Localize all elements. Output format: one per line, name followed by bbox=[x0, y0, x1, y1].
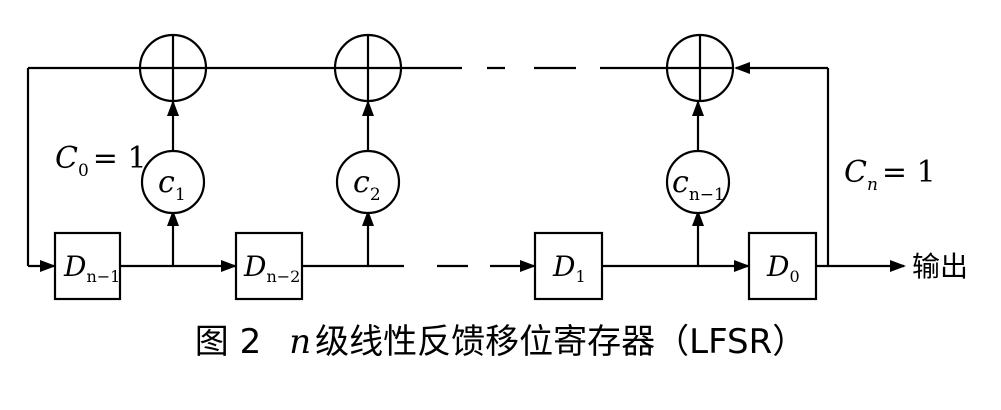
cn-label: Cn= 1 bbox=[844, 155, 936, 195]
register-d0 bbox=[747, 231, 818, 301]
register-d1 bbox=[533, 231, 604, 301]
register-dn1 bbox=[53, 231, 122, 301]
register-label-dn1: Dn−1 bbox=[63, 250, 120, 286]
coefficient-c2 bbox=[335, 149, 401, 215]
coefficient-label-cn1: cn−1 bbox=[672, 165, 725, 205]
register-dn2 bbox=[234, 231, 304, 301]
caption-variable: n bbox=[289, 322, 312, 362]
register-label-dn2: Dn−2 bbox=[243, 250, 300, 286]
coefficient-c1 bbox=[140, 149, 206, 215]
register-label-d0: D0 bbox=[766, 250, 800, 286]
register-label-d1: D1 bbox=[552, 250, 586, 286]
output-label: 输出 bbox=[912, 250, 968, 283]
coefficient-label-c2: c2 bbox=[353, 165, 381, 205]
figure-number: 图 2 bbox=[194, 322, 262, 362]
coefficient-cn1 bbox=[665, 149, 731, 215]
caption-text: 级线性反馈移位寄存器（LFSR） bbox=[315, 322, 807, 362]
coefficient-label-c1: c1 bbox=[158, 165, 186, 205]
c0-label: C0= 1 bbox=[55, 141, 147, 181]
